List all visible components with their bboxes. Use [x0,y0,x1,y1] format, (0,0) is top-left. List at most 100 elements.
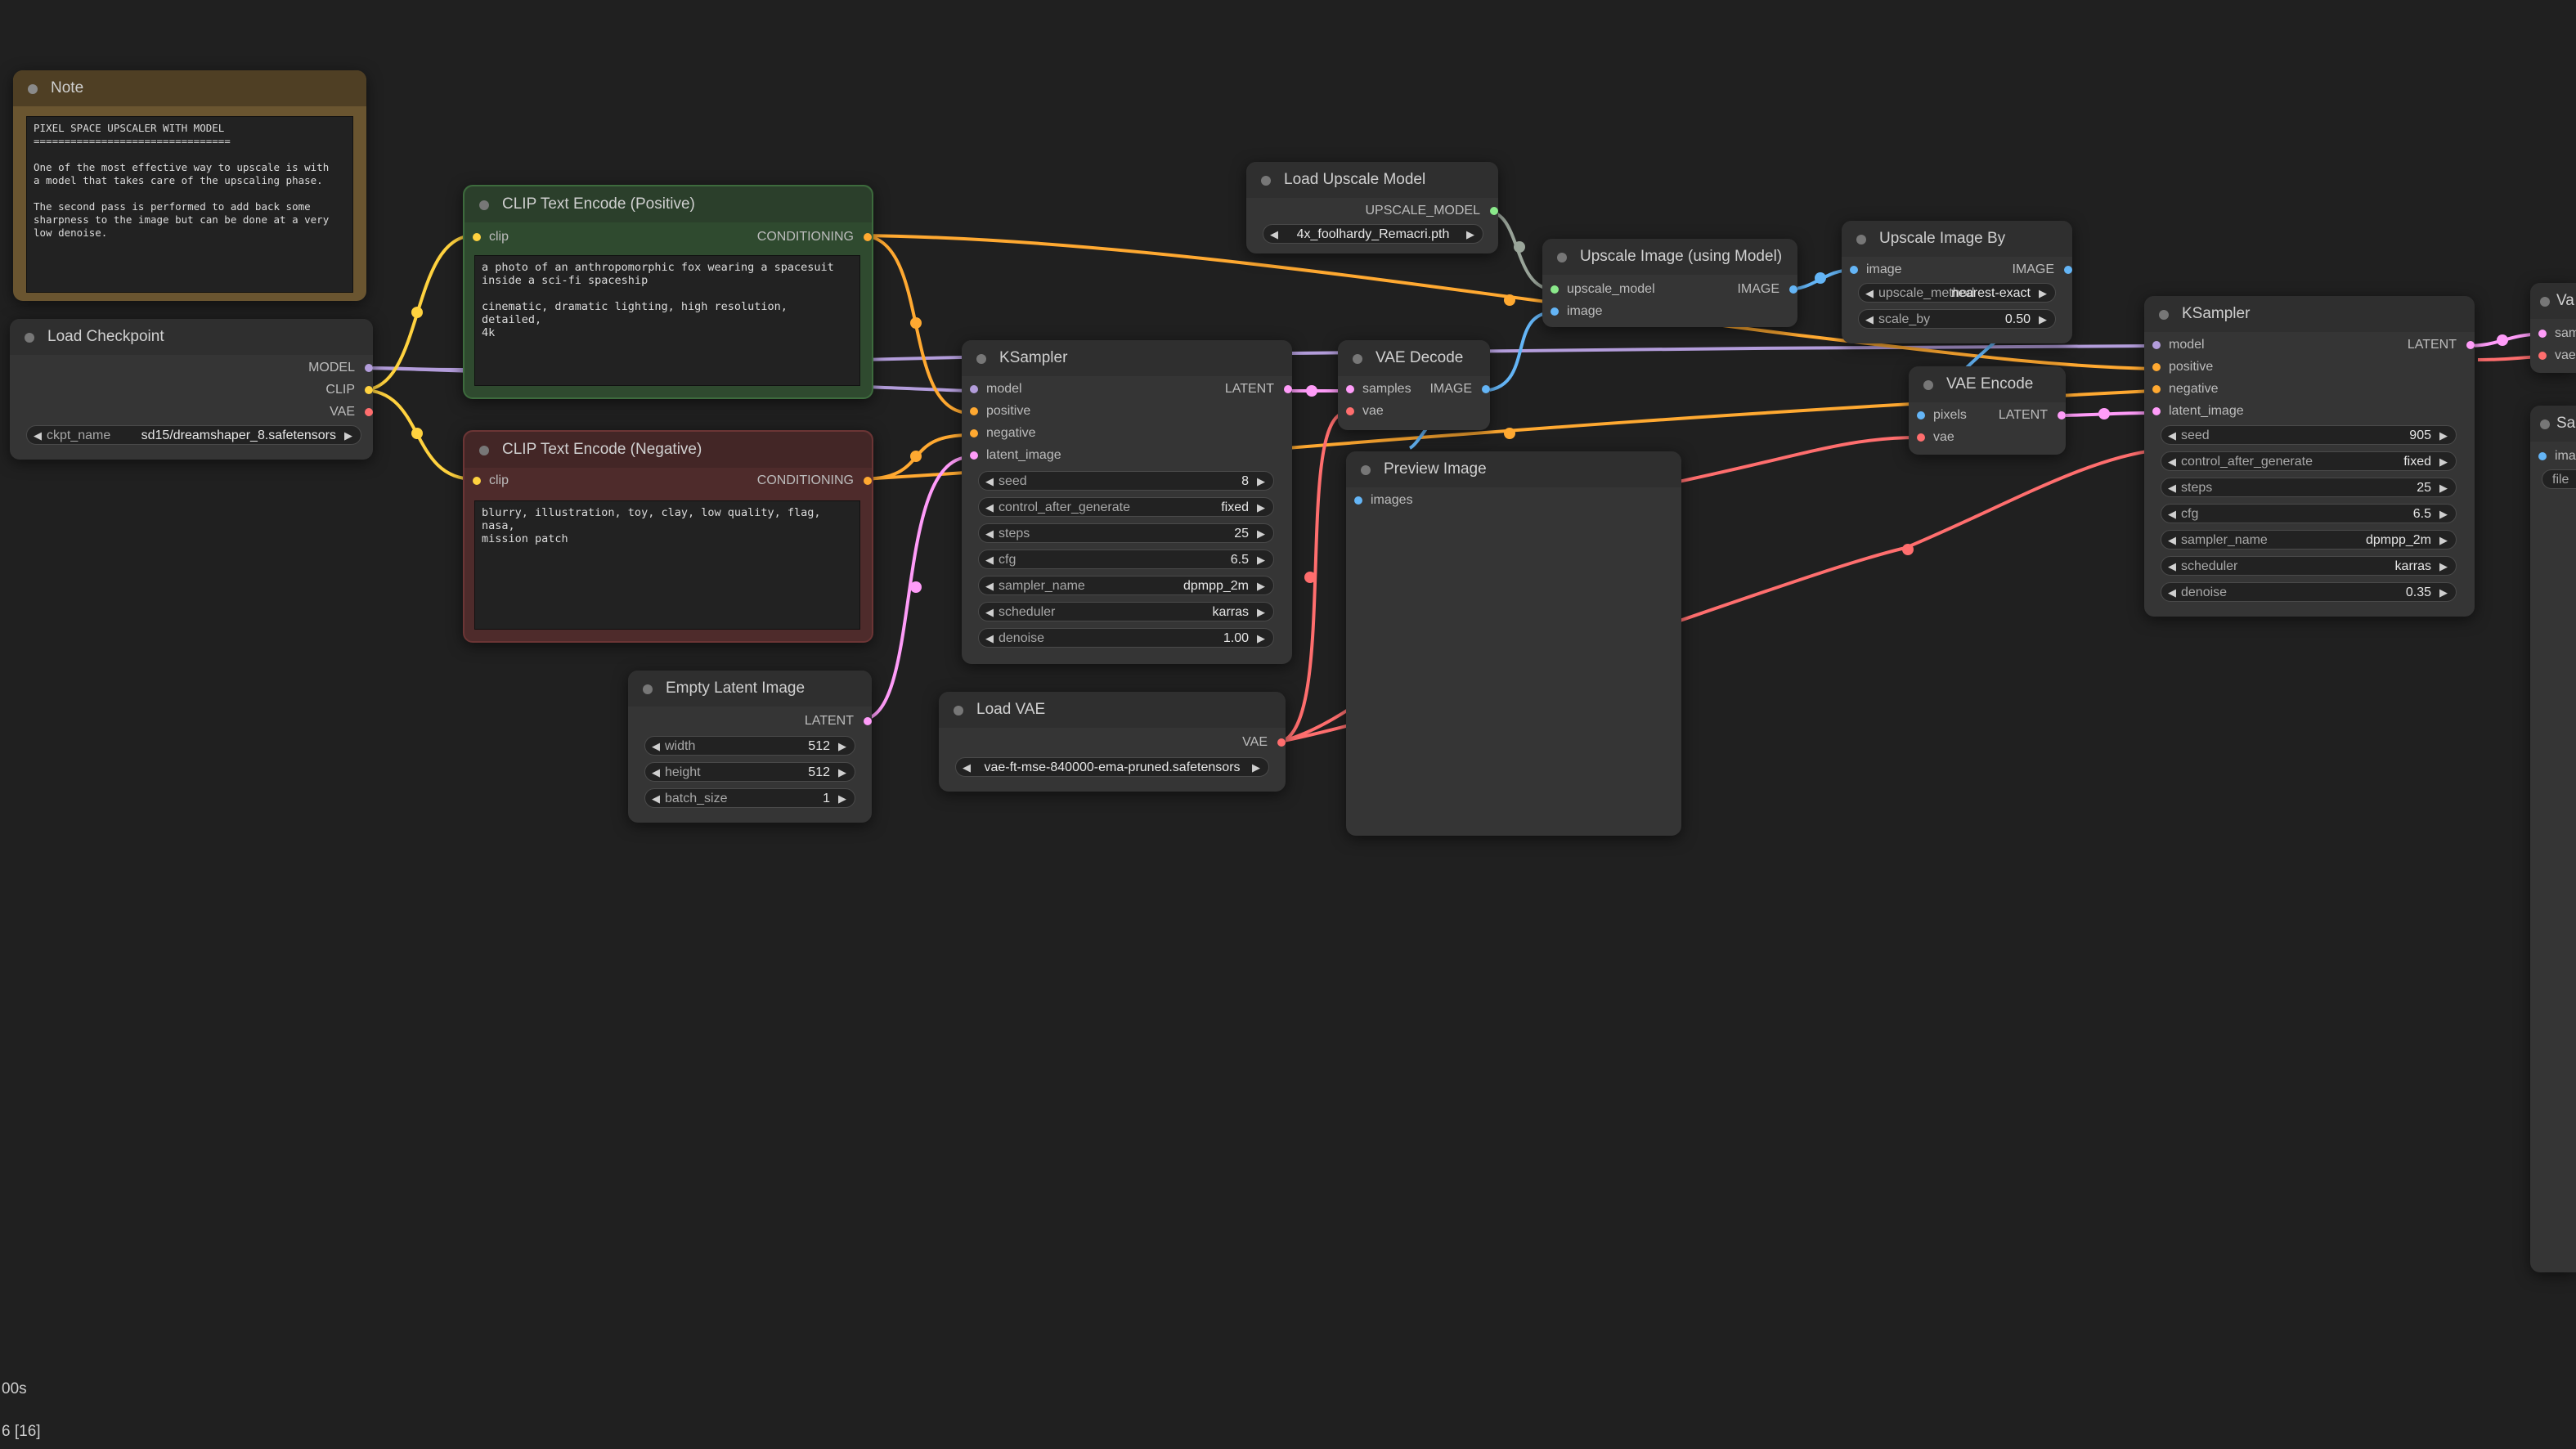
increment-arrow-icon[interactable]: ▶ [1466,228,1474,240]
collapse-dot[interactable] [954,706,963,716]
increment-arrow-icon[interactable]: ▶ [838,740,846,752]
decrement-arrow-icon[interactable]: ◀ [1865,287,1874,299]
decrement-arrow-icon[interactable]: ◀ [2168,508,2176,520]
filename-prefix-widget[interactable]: file [2542,469,2576,489]
output-dot[interactable] [2064,266,2072,274]
node-title[interactable]: Empty Latent Image [628,671,872,707]
load-upscale-model-node[interactable]: Load Upscale Model UPSCALE_MODEL ◀4x_foo… [1246,162,1498,253]
increment-arrow-icon[interactable]: ▶ [344,429,352,442]
output-latent[interactable]: LATENT [1111,379,1292,399]
input-dot[interactable] [970,385,978,393]
node-title[interactable]: Va [2530,283,2576,319]
output-image[interactable]: IMAGE [1390,379,1490,399]
node-title[interactable]: CLIP Text Encode (Negative) [464,432,872,468]
output-dot[interactable] [2058,411,2066,419]
node-title[interactable]: Load Upscale Model [1246,162,1498,198]
decrement-arrow-icon[interactable]: ◀ [985,554,994,566]
decrement-arrow-icon[interactable]: ◀ [985,606,994,618]
increment-arrow-icon[interactable]: ▶ [1257,475,1265,487]
output-dot[interactable] [365,386,373,394]
save-image-node[interactable]: Sa ima file [2530,406,2576,1272]
collapse-dot[interactable] [1856,235,1866,244]
collapse-dot[interactable] [1361,465,1371,475]
output-dot[interactable] [864,717,872,725]
collapse-dot[interactable] [2540,419,2550,429]
output-conditioning[interactable]: CONDITIONING [641,227,872,247]
decrement-arrow-icon[interactable]: ◀ [652,766,660,778]
output-dot[interactable] [1284,385,1292,393]
input-samples[interactable]: sam [2538,324,2576,343]
input-image[interactable]: image [1850,260,1902,280]
input-vae[interactable]: vae [1917,428,1954,447]
collapse-dot[interactable] [479,200,489,210]
input-pixels[interactable]: pixels [1917,406,1967,425]
decrement-arrow-icon[interactable]: ◀ [2168,455,2176,468]
input-dot[interactable] [1917,411,1925,419]
output-vae[interactable]: VAE [1104,733,1286,752]
output-dot[interactable] [365,408,373,416]
ksampler-node-2[interactable]: KSampler model positive negative latent_… [2144,296,2475,617]
decrement-arrow-icon[interactable]: ◀ [985,632,994,644]
input-dot[interactable] [2152,385,2161,393]
collapse-dot[interactable] [1923,380,1933,390]
input-dot[interactable] [2538,330,2547,338]
prompt-textarea[interactable]: blurry, illustration, toy, clay, low qua… [474,500,860,630]
output-upscale-model[interactable]: UPSCALE_MODEL [1268,201,1498,221]
output-dot[interactable] [1482,385,1490,393]
input-dot[interactable] [970,407,978,415]
input-images[interactable]: images [1354,491,1413,510]
input-dot[interactable] [1917,433,1925,442]
increment-arrow-icon[interactable]: ▶ [1257,527,1265,540]
input-negative[interactable]: negative [970,424,1036,443]
increment-arrow-icon[interactable]: ▶ [1257,580,1265,592]
node-title[interactable]: VAE Encode [1909,366,2066,402]
node-title[interactable]: VAE Decode [1338,340,1490,376]
input-clip[interactable]: clip [473,471,509,491]
output-dot[interactable] [864,477,872,485]
input-dot[interactable] [1346,385,1354,393]
ksampler-node-1[interactable]: KSampler model positive negative latent_… [962,340,1292,664]
input-dot[interactable] [1551,285,1559,294]
clip-text-encode-negative-node[interactable]: CLIP Text Encode (Negative) clip CONDITI… [463,430,873,643]
clip-text-encode-positive-node[interactable]: CLIP Text Encode (Positive) clip CONDITI… [463,185,873,399]
ckpt-name-combo[interactable]: ◀ ckpt_name sd15/dreamshaper_8.safetenso… [26,425,361,445]
increment-arrow-icon[interactable]: ▶ [2439,560,2448,572]
output-model[interactable]: MODEL [191,358,373,378]
increment-arrow-icon[interactable]: ▶ [2439,482,2448,494]
decrement-arrow-icon[interactable]: ◀ [963,761,971,774]
input-dot[interactable] [473,233,481,241]
vae-name-combo[interactable]: ◀vae-ft-mse-840000-ema-pruned.safetensor… [955,757,1269,777]
output-vae[interactable]: VAE [191,402,373,422]
input-samples[interactable]: samples [1346,379,1411,399]
output-latent[interactable]: LATENT [1966,406,2066,425]
vae-decode-node-2[interactable]: Va sam vae [2530,283,2576,373]
input-upscale-model[interactable]: upscale_model [1551,280,1655,299]
input-dot[interactable] [2152,407,2161,415]
note-node[interactable]: Note PIXEL SPACE UPSCALER WITH MODEL ===… [13,70,366,301]
node-title[interactable]: Load VAE [939,692,1286,728]
collapse-dot[interactable] [479,446,489,455]
note-title[interactable]: Note [13,70,366,106]
vae-encode-node[interactable]: VAE Encode pixels vae LATENT [1909,366,2066,455]
collapse-dot[interactable] [1261,176,1271,186]
decrement-arrow-icon[interactable]: ◀ [2168,560,2176,572]
note-text[interactable]: PIXEL SPACE UPSCALER WITH MODEL ========… [26,116,353,293]
prompt-textarea[interactable]: a photo of an anthropomorphic fox wearin… [474,255,860,386]
increment-arrow-icon[interactable]: ▶ [2439,586,2448,599]
input-positive[interactable]: positive [2152,357,2213,377]
input-image[interactable]: image [1551,302,1603,321]
output-clip[interactable]: CLIP [191,380,373,400]
input-dot[interactable] [970,429,978,437]
decrement-arrow-icon[interactable]: ◀ [2168,586,2176,599]
input-dot[interactable] [1850,266,1858,274]
